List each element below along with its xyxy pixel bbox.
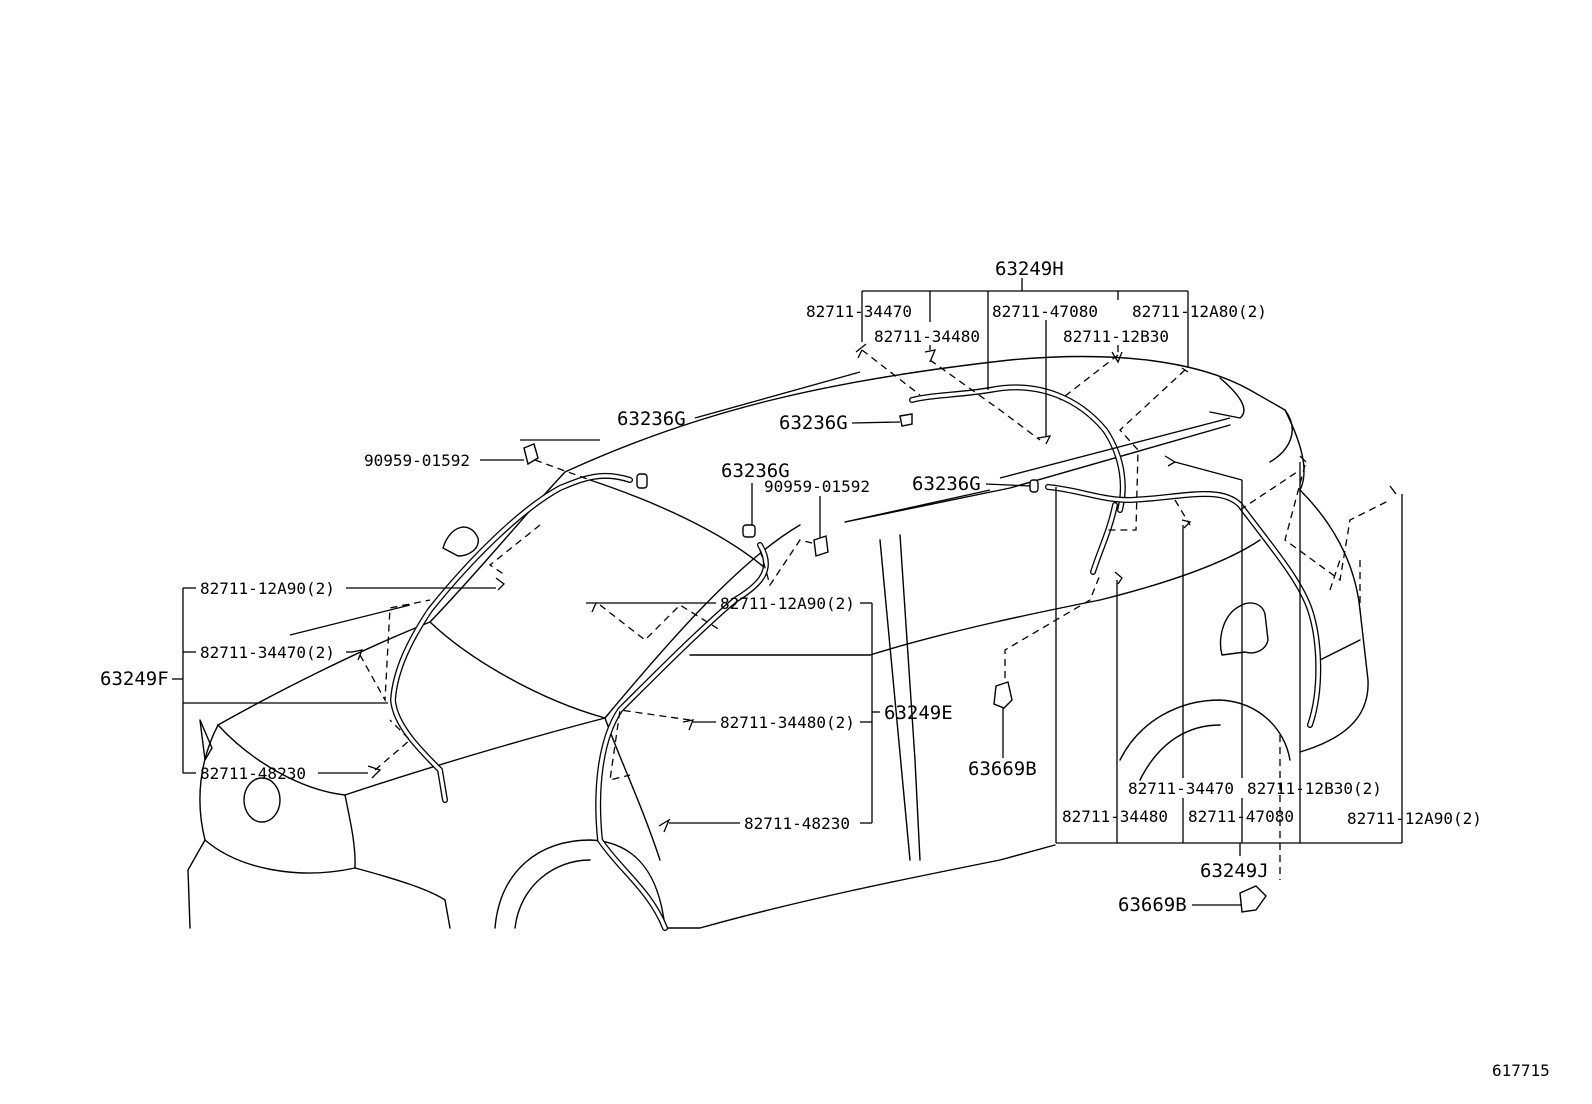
label-63249J[interactable]: 63249J (1200, 860, 1269, 882)
hose-joint-icon (1239, 885, 1267, 913)
grommet-icon (523, 443, 539, 466)
washer-hoses (390, 384, 1322, 931)
label-82711-34470-top[interactable]: 82711-34470 (806, 302, 912, 321)
label-82711-47080-top[interactable]: 82711-47080 (992, 302, 1098, 321)
nozzle-icon (899, 413, 913, 427)
label-63249F[interactable]: 63249F (100, 668, 169, 690)
label-82711-12B30-top[interactable]: 82711-12B30 (1063, 327, 1169, 346)
label-90959-01592-left[interactable]: 90959-01592 (364, 451, 470, 470)
hose-joint-icon (993, 681, 1013, 709)
label-63249H[interactable]: 63249H (995, 258, 1064, 280)
nozzle-icon (742, 524, 756, 538)
small-parts (351, 343, 1397, 913)
label-82711-47080-rear[interactable]: 82711-47080 (1188, 807, 1294, 826)
label-63249E[interactable]: 63249E (884, 702, 953, 724)
figure-number: 617715 (1492, 1061, 1550, 1080)
label-82711-12A90-rear[interactable]: 82711-12A90(2) (1347, 809, 1482, 828)
label-82711-34470-left[interactable]: 82711-34470(2) (200, 643, 335, 662)
label-63236G-2[interactable]: 63236G (779, 412, 848, 434)
part-labels: 63249H 82711-34470 82711-34480 82711-470… (100, 258, 1550, 1080)
locator-lines (359, 349, 1391, 880)
label-82711-48230-mid[interactable]: 82711-48230 (744, 814, 850, 833)
label-82711-48230-left[interactable]: 82711-48230 (200, 764, 306, 783)
label-82711-12B30-rear[interactable]: 82711-12B30(2) (1247, 779, 1382, 798)
label-82711-12A90-left[interactable]: 82711-12A90(2) (200, 579, 335, 598)
label-82711-34480-mid[interactable]: 82711-34480(2) (720, 713, 855, 732)
vehicle-outline (187, 355, 1369, 929)
label-82711-12A80[interactable]: 82711-12A80(2) (1132, 302, 1267, 321)
label-63236G-3[interactable]: 63236G (721, 460, 790, 482)
label-82711-34480-rear[interactable]: 82711-34480 (1062, 807, 1168, 826)
leader-lines (172, 278, 1403, 906)
label-63236G-1[interactable]: 63236G (617, 408, 686, 430)
label-63669B-upper[interactable]: 63669B (968, 758, 1037, 780)
nozzle-icon (1029, 479, 1039, 493)
label-63236G-4[interactable]: 63236G (912, 473, 981, 495)
label-82711-34480-top[interactable]: 82711-34480 (874, 327, 980, 346)
label-63669B-lower[interactable]: 63669B (1118, 894, 1187, 916)
label-82711-12A90-mid[interactable]: 82711-12A90(2) (720, 594, 855, 613)
grommet-icon (813, 535, 829, 557)
label-90959-01592-right[interactable]: 90959-01592 (764, 477, 870, 496)
label-82711-34470-rear[interactable]: 82711-34470 (1128, 779, 1234, 798)
nozzle-icon (636, 473, 648, 489)
